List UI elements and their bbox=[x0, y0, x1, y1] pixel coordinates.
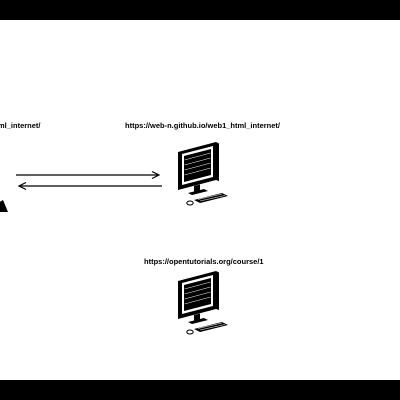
arrow-right bbox=[16, 170, 161, 180]
partial-computer-icon bbox=[0, 200, 8, 212]
desktop-computer-icon bbox=[178, 142, 228, 206]
arrow-left bbox=[17, 181, 162, 191]
diagram-canvas: ml_internet/ https://web-n.github.io/web… bbox=[0, 20, 400, 380]
top-url-label: https://web-n.github.io/web1_html_intern… bbox=[125, 121, 280, 130]
left-url-label: ml_internet/ bbox=[0, 121, 41, 130]
bidirectional-arrows bbox=[16, 170, 162, 191]
desktop-computer-icon bbox=[178, 271, 228, 335]
bottom-url-label: https://opentutorials.org/course/1 bbox=[144, 257, 264, 266]
